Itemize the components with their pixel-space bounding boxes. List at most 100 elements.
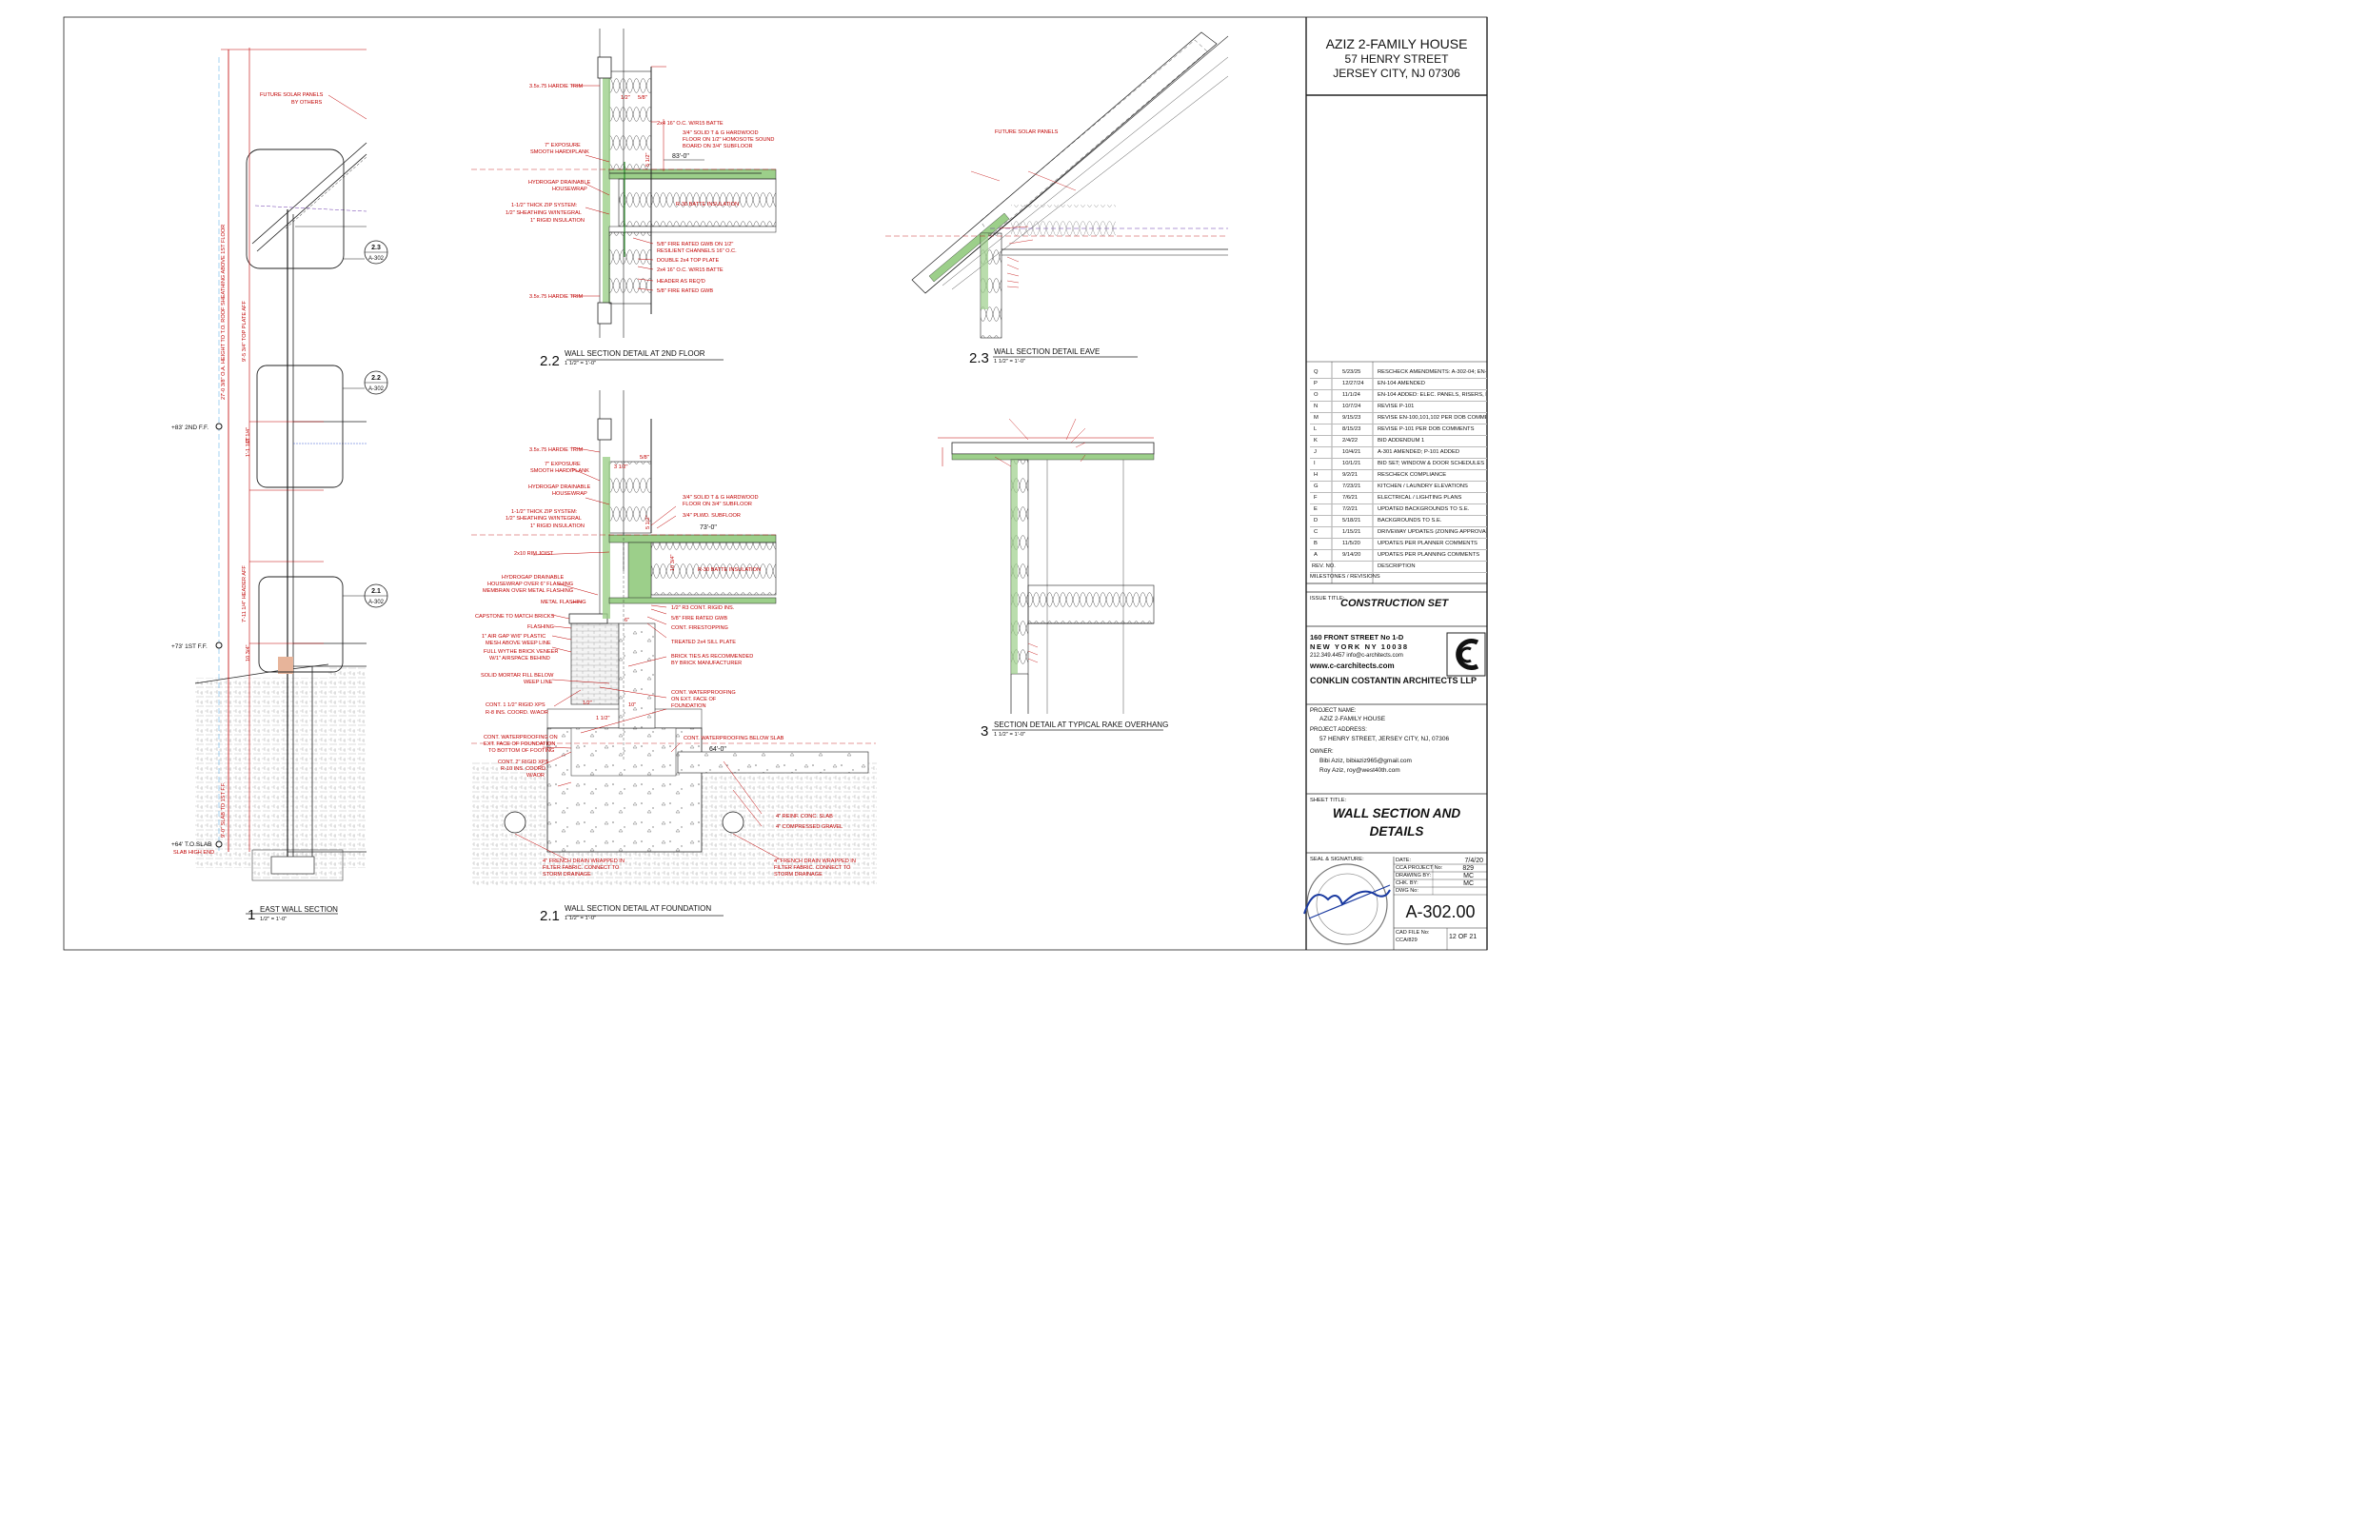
21-rim: 2x10 RIM JOIST [514, 551, 554, 557]
21-hydrogap-1: HYDROGAP DRAINABLE [528, 484, 590, 490]
22-hydrogap-2: HOUSEWRAP [552, 187, 587, 192]
revision-letter: O [1314, 392, 1319, 398]
detail-21-scale: 1 1/2" = 1'-0" [565, 916, 596, 921]
dim-top-plate: 9'-5 3/4" TOP PLATE AFF [242, 301, 248, 362]
22-stud: 2x4 16" O.C. W/R15 BATTE [657, 121, 724, 127]
dim-oa-height: 27'-0 3/8" O.A. HEIGHT TO T.O. ROOF SHEA… [221, 225, 227, 400]
21-capstone: CAPSTONE TO MATCH BRICKS [475, 614, 554, 620]
21-sill: TREATED 2x4 SILL PLATE [671, 640, 736, 645]
22-zip-2: 1/2" SHEATHING W/INTEGRAL [506, 210, 582, 216]
revision-description: REVISE EN-100,101,102 PER DOB COMMENTS [1378, 415, 1486, 421]
seal-label: SEAL & SIGNATURE: [1310, 857, 1364, 862]
firm-logo [1446, 632, 1486, 677]
cad-label: CAD FILE No: [1396, 930, 1430, 936]
revision-date: 9/15/23 [1342, 415, 1361, 421]
revision-header-row: REV. NO. DESCRIPTION [1310, 561, 1487, 573]
callout-21-num: 2.1 [371, 588, 381, 595]
21-metal: METAL FLASHING [541, 600, 586, 605]
21-elev-slab: 64'-0" [709, 746, 726, 753]
note-solar-1: FUTURE SOLAR PANELS [260, 92, 324, 98]
22-hydrogap-1: HYDROGAP DRAINABLE [528, 180, 590, 186]
21-zip-3: 1" RIGID INSULATION [530, 523, 585, 529]
project-name-label: PROJECT NAME: [1310, 708, 1357, 714]
revision-description: A-301 AMENDED; P-101 ADDED [1378, 449, 1460, 455]
architect-address-1: 160 FRONT STREET No 1-D [1310, 633, 1404, 642]
detail-21-num: 2.1 [540, 908, 560, 924]
revision-letter: I [1314, 461, 1316, 466]
revision-letter: G [1314, 484, 1319, 489]
revision-date: 9/2/21 [1342, 472, 1359, 478]
level-slab-high: SLAB HIGH END [173, 850, 214, 856]
detail-2-2-drawing [471, 29, 777, 361]
architect-web: www.c-carchitects.com [1310, 661, 1395, 670]
drawn-label: DRAWING BY: [1396, 873, 1432, 879]
architect-firm: CONKLIN COSTANTIN ARCHITECTS LLP [1310, 676, 1477, 685]
level-1st-ff: +73' 1ST F.F. [171, 643, 208, 650]
21-dim-312: 3 1/2" [614, 464, 627, 470]
level-slab: +64' T.O.SLAB [171, 841, 212, 848]
21-xps-4: R-10 INS. COORD. [501, 766, 547, 772]
21-drain-l-3: STORM DRAINAGE [543, 872, 591, 878]
revision-letter: F [1314, 495, 1318, 501]
21-drain-l-1: 4" FRENCH DRAIN WRAPPED IN [543, 859, 625, 864]
architect-contact: 212.349.4457 info@c-architects.com [1310, 653, 1403, 659]
21-dim-12: 1/2" [583, 701, 592, 706]
21-drain-r-2: FILTER FABRIC. CONNECT TO [774, 865, 851, 871]
detail-1-title: EAST WALL SECTION [260, 905, 338, 914]
revision-date: 11/1/24 [1342, 392, 1360, 398]
21-elev: 73'-0" [700, 524, 717, 531]
21-plywd: 3/4" PLWD. SUBFLOOR [683, 513, 741, 519]
title-block-frame [1306, 94, 1487, 950]
21-hydrogap-2: HOUSEWRAP [552, 491, 587, 497]
21-drain-r-1: 4" FRENCH DRAIN WRAPPED IN [774, 859, 856, 864]
21-r30: R-30 BATTE INSULATION [698, 567, 761, 573]
owner-2: Roy Aziz, roy@west40th.com [1319, 767, 1400, 774]
21-xps-3: CONT. 2" RIGID XPS [498, 760, 549, 765]
22-r30: R-30 BATTE INSULATION [676, 202, 739, 207]
21-brick-1: FULL WYTHE BRICK VENEER [484, 649, 558, 655]
dim-slab: 9'-0" SLAB TO 1ST F.F. [221, 781, 227, 838]
21-dim-112: 1 1/2" [596, 716, 609, 721]
21-dim-1034: 10 3/4" [670, 554, 676, 571]
21-ties-1: BRICK TIES AS RECOMMENDED [671, 654, 753, 660]
dim-1114: 11 1/4" [246, 427, 251, 444]
22-stud-2: 2x4 16" O.C. W/R15 BATTE [657, 267, 724, 273]
21-wp-3: FOUNDATION [671, 703, 706, 709]
detail-1-num: 1 [248, 907, 255, 923]
project-name-value: AZIZ 2-FAMILY HOUSE [1319, 716, 1386, 722]
detail-21-title: WALL SECTION DETAIL AT FOUNDATION [565, 904, 711, 913]
21-zip-1: 1-1/2" THICK ZIP SYSTEM: [511, 509, 578, 515]
revision-description: DRIVEWAY UPDATES (ZONING APPROVAL) [1378, 529, 1486, 535]
project-info: PROJECT NAME: AZIZ 2-FAMILY HOUSE PROJEC… [1310, 707, 1487, 776]
22-dim-12: 1/2" [621, 95, 630, 101]
21-brick-2: W/1" AIRSPACE BEHIND [489, 656, 550, 661]
revision-description: EN-104 ADDED: ELEC. PANELS, RISERS, ETC [1378, 392, 1486, 398]
revision-date: 2/4/22 [1342, 438, 1359, 444]
21-r3: 1/2" R3 CONT. RIGID INS. [671, 605, 735, 611]
revision-letter: M [1314, 415, 1319, 421]
sheet-title-1: WALL SECTION AND [1332, 806, 1461, 820]
revision-letter: H [1314, 472, 1319, 478]
21-wpf-2: EXT. FACE OF FOUNDATION [484, 741, 555, 747]
21-xps-2: R-8 INS. COORD. W/AOR [486, 710, 548, 716]
23-solar: FUTURE SOLAR PANELS [995, 129, 1059, 135]
21-slab4: 4" REINF. CONC. SLAB [776, 814, 833, 819]
revision-letter: J [1314, 449, 1317, 455]
revision-description: UPDATES PER PLANNING COMMENTS [1378, 552, 1480, 558]
revision-description: REVISE P-101 PER DOB COMMENTS [1378, 426, 1475, 432]
callout-21-ref: A-302 [368, 600, 385, 605]
revision-letter: P [1314, 381, 1318, 386]
22-floor-3: BOARD ON 3/4" SUBFLOOR [683, 144, 752, 149]
22-dtp: DOUBLE 2x4 TOP PLATE [657, 258, 719, 264]
revision-description: KITCHEN / LAUNDRY ELEVATIONS [1378, 484, 1468, 489]
21-hg-2: HOUSEWRAP OVER 6" FLASHING [487, 582, 573, 587]
milestones-label: MILESTONES / REVISIONS [1310, 574, 1380, 580]
callout-23-ref: A-302 [368, 256, 385, 262]
chk-value: MC [1463, 880, 1474, 887]
